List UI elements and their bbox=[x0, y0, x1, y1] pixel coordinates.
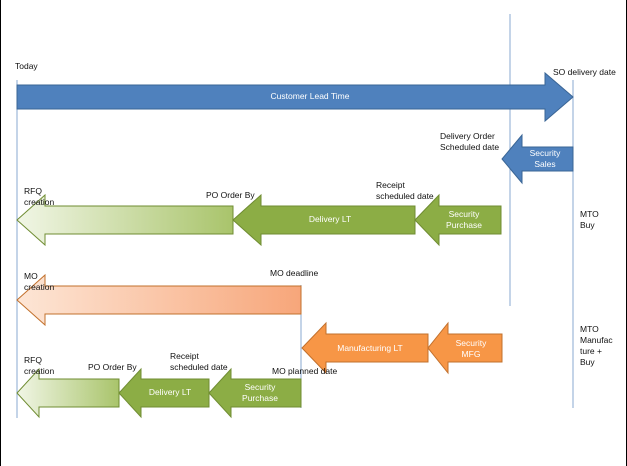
rfq-creation-arrow-1 bbox=[16, 193, 234, 247]
delivery-lt-arrow-2 bbox=[118, 367, 210, 419]
security-sales-arrow bbox=[501, 133, 574, 185]
security-mfg-text: Security MFG bbox=[455, 338, 487, 359]
manufacturing-lt-text: Manufacturing LT bbox=[337, 343, 403, 353]
rfq-creation-label-1: RFQ creation bbox=[24, 186, 55, 207]
mo-creation-label: MO creation bbox=[24, 271, 55, 292]
customer-lead-time-arrow bbox=[16, 71, 574, 123]
security-mfg-arrow bbox=[427, 321, 503, 375]
delivery-lt-arrow-1 bbox=[232, 193, 416, 247]
mto-buy-label: MTO Buy bbox=[580, 209, 599, 230]
rfq-creation-arrow-2 bbox=[16, 367, 120, 419]
delivery-lt-1-text: Delivery LT bbox=[308, 214, 352, 224]
po-order-by-label-1: PO Order By bbox=[206, 190, 255, 200]
security-purchase-1-text: Security Purchase bbox=[446, 209, 482, 230]
today-label: Today bbox=[15, 61, 38, 71]
mto-manufacture-buy-label: MTO Manufac ture + Buy bbox=[580, 324, 613, 367]
receipt-scheduled-date-label-1: Receipt scheduled date bbox=[376, 180, 434, 201]
rfq-creation-label-2: RFQ creation bbox=[24, 355, 55, 376]
mo-planned-date-label: MO planned date bbox=[272, 366, 338, 376]
frame-left-border bbox=[0, 0, 1, 466]
receipt-scheduled-date-label-2: Receipt scheduled date bbox=[170, 351, 228, 372]
security-purchase-2-text: Security Purchase bbox=[242, 382, 278, 403]
po-order-by-label-2: PO Order By bbox=[88, 362, 137, 372]
mo-deadline-label: MO deadline bbox=[270, 268, 319, 278]
mo-creation-arrow bbox=[16, 273, 302, 327]
security-purchase-arrow-1 bbox=[414, 193, 502, 247]
delivery-lt-2-text: Delivery LT bbox=[148, 387, 192, 397]
delivery-order-scheduled-date-label: Delivery Order Scheduled date bbox=[440, 131, 500, 152]
manufacturing-lt-arrow bbox=[301, 321, 429, 375]
customer-lead-time-text: Customer Lead Time bbox=[270, 91, 350, 101]
security-purchase-arrow-2 bbox=[208, 367, 302, 419]
security-sales-text: Security Sales bbox=[529, 148, 561, 169]
so-delivery-date-label: SO delivery date bbox=[553, 67, 616, 77]
